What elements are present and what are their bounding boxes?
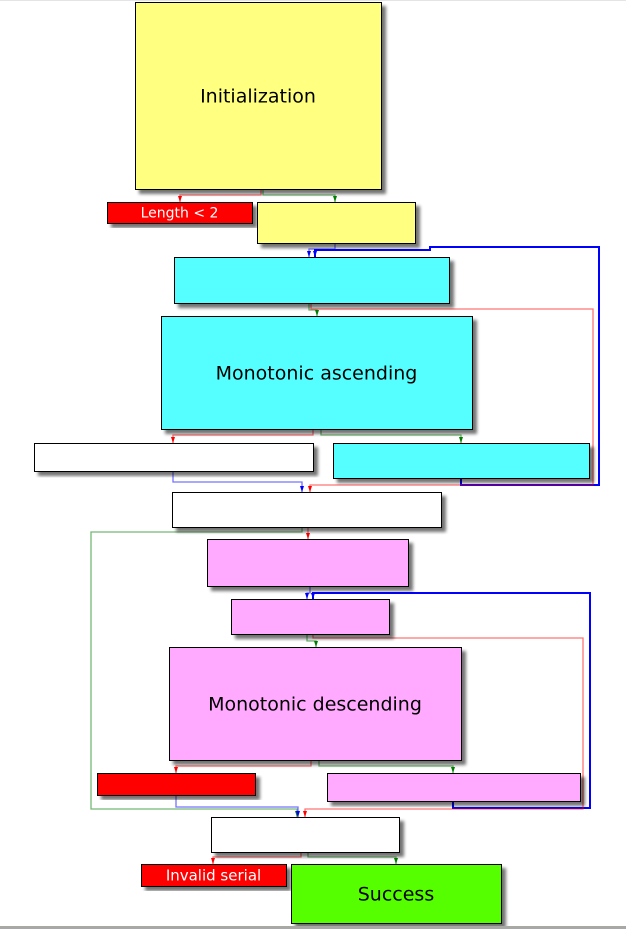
edges-layer: [90, 189, 600, 864]
edge-arrowhead-icon: [303, 811, 307, 817]
top-border: [0, 0, 626, 1]
node-label: Success: [358, 883, 434, 905]
node-box[interactable]: [135, 2, 382, 190]
node-setup[interactable]: [257, 202, 416, 244]
node-box[interactable]: [291, 864, 502, 924]
edge-desc_body-to-desc_inc: [318, 760, 455, 773]
edge-line: [172, 429, 314, 443]
edge-desc_inc-to-desc_head: [311, 592, 591, 809]
edge-init-to-setup: [262, 189, 337, 202]
edge-line: [175, 795, 299, 817]
edge-line: [90, 527, 303, 817]
node-final[interactable]: [211, 817, 400, 853]
edge-desc_head-to-final: [303, 634, 584, 817]
node-box[interactable]: [333, 443, 590, 479]
node-asc-exit[interactable]: [34, 443, 314, 472]
node-desc-pre[interactable]: [207, 539, 409, 587]
node-box[interactable]: [207, 539, 409, 587]
edge-arrowhead-icon: [311, 593, 315, 599]
node-asc-inc[interactable]: [333, 443, 590, 479]
edge-arrowhead-icon: [174, 767, 178, 773]
node-desc-exit[interactable]: [97, 773, 256, 796]
node-desc-inc[interactable]: [327, 773, 581, 802]
edge-arrowhead-icon: [211, 858, 215, 864]
node-asc-body[interactable]: Monotonic ascending: [161, 316, 473, 430]
edge-arrowhead-icon: [314, 641, 318, 647]
node-label: Monotonic ascending: [216, 362, 418, 384]
node-init[interactable]: Initialization: [135, 2, 382, 190]
node-box[interactable]: [327, 773, 581, 802]
edge-asc_body-to-asc_inc: [320, 429, 463, 443]
edge-line: [175, 760, 312, 773]
edge-desc_exit-to-final: [175, 795, 300, 817]
node-asc-join[interactable]: [172, 492, 442, 528]
edge-line: [172, 471, 303, 492]
edge-arrowhead-icon: [171, 437, 175, 443]
edge-line: [304, 634, 584, 817]
node-box[interactable]: [34, 443, 314, 472]
node-box[interactable]: [172, 492, 442, 528]
edge-line: [212, 852, 302, 864]
node-asc-head[interactable]: [174, 257, 450, 304]
node-desc-body[interactable]: Monotonic descending: [169, 647, 462, 761]
edge-line: [320, 429, 462, 443]
edge-arrowhead-icon: [178, 196, 182, 202]
edge-arrowhead-icon: [315, 310, 319, 316]
edge-arrowhead-icon: [451, 767, 455, 773]
edge-asc_exit-to-asc_join: [172, 471, 304, 492]
edge-asc_head-to-asc_join: [308, 303, 594, 492]
node-box[interactable]: [257, 202, 416, 244]
node-box[interactable]: [141, 864, 287, 887]
edge-arrowhead-icon: [300, 486, 304, 492]
edge-line: [307, 852, 397, 864]
node-box[interactable]: [231, 599, 390, 635]
node-label: Monotonic descending: [208, 693, 422, 715]
edge-arrowhead-icon: [305, 593, 309, 599]
node-label: Invalid serial: [166, 866, 261, 884]
node-invalid[interactable]: Invalid serial: [141, 864, 287, 887]
edge-final-to-success: [307, 852, 398, 864]
edge-line: [306, 634, 317, 647]
edge-arrowhead-icon: [307, 251, 311, 257]
node-box[interactable]: [174, 257, 450, 304]
node-box[interactable]: [161, 316, 473, 430]
node-label: Initialization: [200, 85, 316, 107]
edge-arrowhead-icon: [394, 858, 398, 864]
edge-arrowhead-icon: [306, 533, 310, 539]
edge-asc_body-to-asc_exit: [171, 429, 314, 443]
edge-line: [318, 760, 454, 773]
edge-desc_head-to-desc_body: [306, 634, 318, 647]
edge-arrowhead-icon: [459, 437, 463, 443]
edge-desc_body-to-desc_exit: [174, 760, 312, 773]
edge-final-to-invalid: [211, 852, 302, 864]
edge-init-to-len_fail: [178, 189, 262, 202]
node-box[interactable]: [97, 773, 256, 796]
edge-arrowhead-icon: [333, 196, 337, 202]
edge-asc_join-to-desc_pre: [306, 527, 310, 539]
edge-arrowhead-icon: [313, 251, 317, 257]
edge-asc_head-to-asc_body: [308, 303, 319, 316]
node-desc-head[interactable]: [231, 599, 390, 635]
node-success[interactable]: Success: [291, 864, 502, 924]
edge-arrowhead-icon: [296, 811, 300, 817]
edge-line: [262, 189, 336, 202]
scrollbar-track[interactable]: [0, 926, 626, 929]
node-len-fail[interactable]: Length < 2: [107, 202, 253, 224]
edge-arrowhead-icon: [308, 486, 312, 492]
node-box[interactable]: [211, 817, 400, 853]
edge-desc_pre-to-desc_head: [305, 586, 311, 599]
edge-line: [179, 189, 262, 202]
node-label: Length < 2: [141, 206, 219, 222]
node-box[interactable]: [169, 647, 462, 761]
node-box[interactable]: [107, 202, 253, 224]
